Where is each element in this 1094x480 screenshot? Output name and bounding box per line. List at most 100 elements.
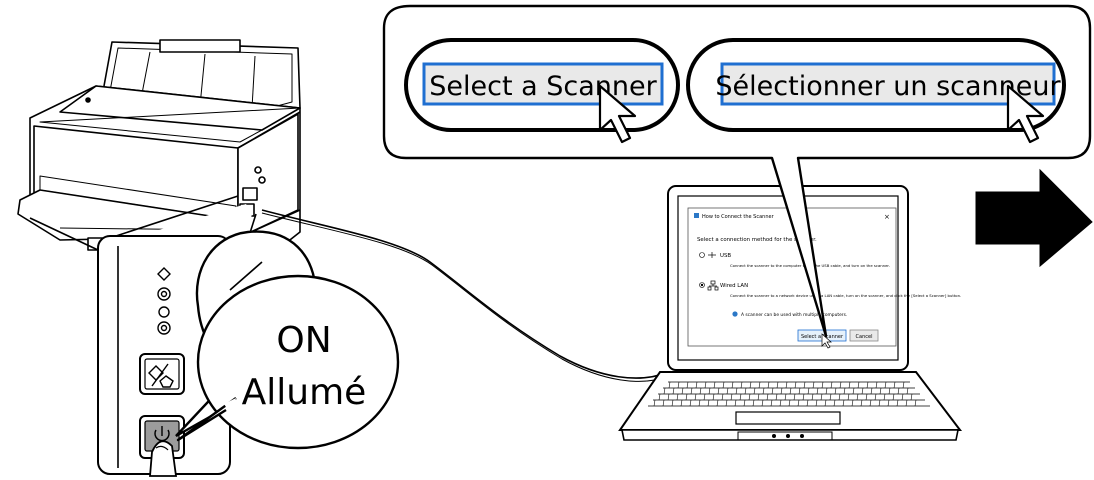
keyboard-key [874, 393, 877, 401]
keyboard-key [663, 387, 666, 395]
keyboard-key [704, 381, 707, 389]
keyboard-key [668, 381, 671, 389]
keyboard-key [717, 387, 720, 395]
keyboard-key [820, 393, 823, 401]
keyboard-key [825, 387, 828, 395]
keyboard-key [698, 399, 701, 407]
keyboard-key [653, 399, 656, 407]
usb-option-label: USB [720, 253, 731, 259]
keyboard-key [658, 393, 661, 401]
keyboard-key [883, 393, 886, 401]
keyboard-key [793, 393, 796, 401]
keyboard-key [743, 399, 746, 407]
usb-icon [708, 252, 716, 258]
keyboard-key [802, 393, 805, 401]
keyboard-key [806, 399, 809, 407]
keyboard-key [812, 381, 815, 389]
keyboard-key [677, 381, 680, 389]
keyboard-key [779, 399, 782, 407]
keyboard-key [753, 387, 756, 395]
keyboard-key [875, 381, 878, 389]
keyboard-key [788, 399, 791, 407]
power-indicator-icon [157, 306, 171, 335]
keyboard-key [680, 399, 683, 407]
keyboard-key [766, 393, 769, 401]
start-stop-button-icon [139, 353, 185, 395]
keyboard-key [775, 393, 778, 401]
wired-lan-option-description: Connect the scanner to a network device … [730, 293, 961, 298]
select-scanner-button-en[interactable] [422, 62, 664, 106]
keyboard-key [725, 399, 728, 407]
keyboard-key [861, 387, 864, 395]
power-on-label: ON [276, 320, 331, 361]
keyboard-key [803, 381, 806, 389]
keyboard-key [821, 381, 824, 389]
keyboard-key [914, 399, 917, 407]
cursor-en-icon [598, 84, 637, 144]
keyboard-key [887, 399, 890, 407]
keyboard-key [794, 381, 797, 389]
finger-icon [149, 440, 178, 477]
power-on-callout: ON Allumé [175, 230, 400, 450]
info-note: A scanner can be used with multiple comp… [741, 312, 847, 318]
keyboard-key [694, 393, 697, 401]
keyboard-key [830, 381, 833, 389]
keyboard-key [866, 381, 869, 389]
scanner-device [17, 39, 301, 263]
keyboard-key [749, 381, 752, 389]
keyboard-key [865, 393, 868, 401]
keyboard-key [888, 387, 891, 395]
next-step-arrow-icon [975, 168, 1093, 268]
keyboard-key [726, 387, 729, 395]
info-icon [732, 311, 738, 317]
dialog-close-button[interactable]: × [884, 213, 890, 221]
keyboard-key [785, 381, 788, 389]
keyboard-key [740, 381, 743, 389]
keyboard-key [752, 399, 755, 407]
error-indicator-icon [157, 267, 171, 301]
cursor-fr-icon [1006, 84, 1045, 144]
keyboard-key [879, 387, 882, 395]
keyboard-key [784, 393, 787, 401]
keyboard-key [857, 381, 860, 389]
keyboard-key [762, 387, 765, 395]
keyboard-key [843, 387, 846, 395]
keyboard-key [690, 387, 693, 395]
keyboard-key [758, 381, 761, 389]
keyboard-key [713, 381, 716, 389]
keyboard-key [767, 381, 770, 389]
keyboard-key [878, 399, 881, 407]
cancel-button-label: Cancel [856, 334, 873, 340]
keyboard-key [902, 381, 905, 389]
keyboard-key [847, 393, 850, 401]
select-scanner-button-fr[interactable] [720, 62, 1056, 106]
select-scanner-callout: Select a Scanner Sélectionner un scanneu… [382, 4, 1092, 338]
keyboard-key [834, 387, 837, 395]
power-on-label-fr: Allumé [242, 372, 367, 413]
keyboard-key [676, 393, 679, 401]
dialog-app-icon [694, 213, 699, 218]
keyboard-key [689, 399, 692, 407]
keyboard-key [884, 381, 887, 389]
keyboard-key [716, 399, 719, 407]
keyboard-key [708, 387, 711, 395]
keyboard-key [686, 381, 689, 389]
keyboard-key [893, 381, 896, 389]
cancel-button[interactable] [849, 329, 879, 342]
keyboard-key [771, 387, 774, 395]
keyboard-key [730, 393, 733, 401]
keyboard-key [797, 399, 800, 407]
keyboard-key [838, 393, 841, 401]
usb-radio[interactable] [699, 252, 705, 258]
keyboard-key [780, 387, 783, 395]
lan-cable [261, 209, 669, 379]
keyboard-key [734, 399, 737, 407]
keyboard-key [829, 393, 832, 401]
keyboard-key [848, 381, 851, 389]
keyboard-key [906, 387, 909, 395]
dialog-heading: Select a connection method for the scann… [697, 237, 817, 243]
keyboard-key [839, 381, 842, 389]
keyboard-key [681, 387, 684, 395]
keyboard-key [748, 393, 751, 401]
